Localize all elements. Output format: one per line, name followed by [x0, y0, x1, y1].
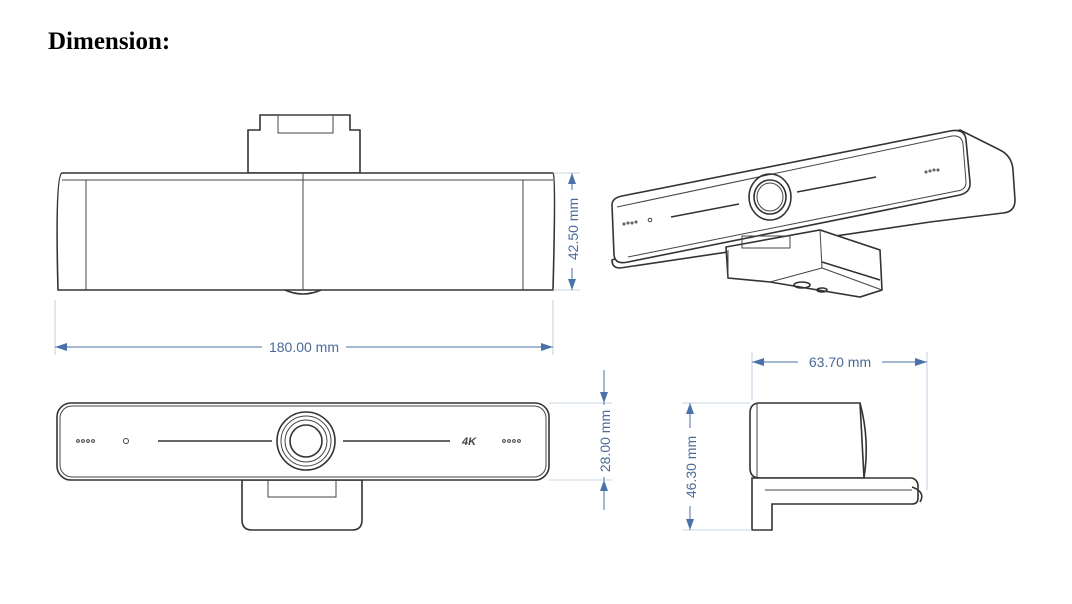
top-height-label: 42.50 mm: [565, 198, 581, 260]
side-view: [749, 402, 923, 531]
isometric-view: [611, 129, 1016, 298]
dimension-depth: 63.70 mm: [751, 352, 928, 490]
dimension-width: 180.00 mm: [54, 300, 554, 356]
4k-badge: 4K: [461, 436, 477, 448]
dimension-front-height: 28.00 mm: [549, 370, 613, 510]
depth-label: 63.70 mm: [809, 354, 871, 370]
top-view: [56, 114, 556, 295]
page-title: Dimension:: [48, 28, 171, 55]
front-height-label: 28.00 mm: [597, 410, 613, 472]
dimension-top-height: 42.50 mm: [553, 172, 581, 291]
width-label: 180.00 mm: [269, 339, 339, 355]
dimension-side-height: 46.30 mm: [682, 402, 752, 531]
side-height-label: 46.30 mm: [683, 436, 699, 498]
front-view: 4K: [56, 402, 550, 531]
